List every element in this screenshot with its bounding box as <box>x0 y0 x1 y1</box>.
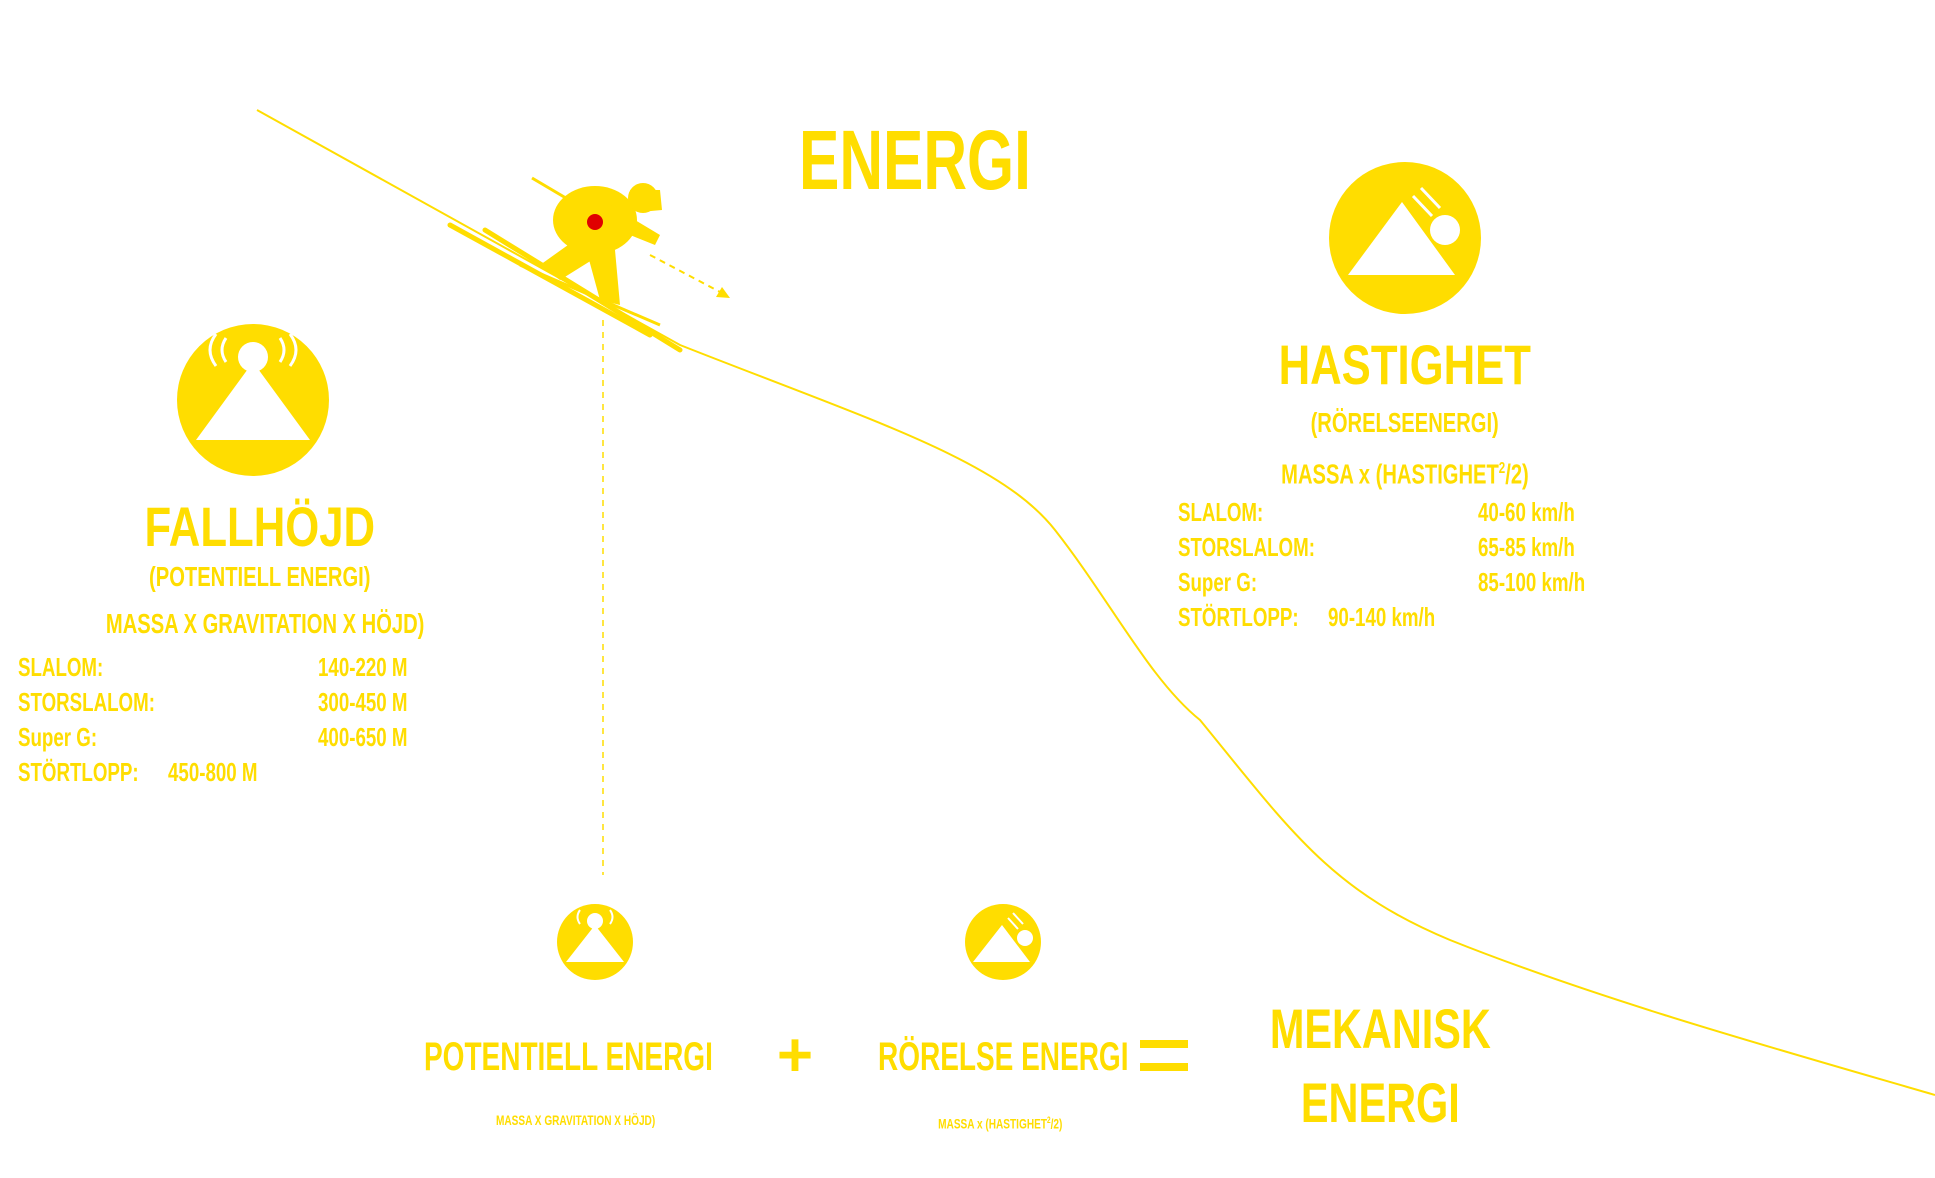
fallhojd-heading-wrap: FALLHÖJD <box>90 498 430 556</box>
fallhojd-heading: FALLHÖJD <box>144 495 376 558</box>
fallhojd-row-value: 450-800 M <box>168 757 258 787</box>
page-title: ENERGI <box>798 113 1031 207</box>
small-height-energy-icon <box>557 904 633 980</box>
arrow-head <box>716 287 730 298</box>
hastighet-row-label: STÖRTLOPP: <box>1178 602 1299 632</box>
potential-formula-wrap: MASSA X GRAVITATION X HÖJD) <box>426 1112 726 1130</box>
kinetic-energy-formula: MASSA x (HASTIGHET2/2) <box>938 1112 1062 1132</box>
fallhojd-row-label: STORSLALOM: <box>18 687 155 717</box>
hastighet-row-value: 40-60 km/h <box>1478 497 1575 527</box>
hastighet-heading: HASTIGHET <box>1278 333 1532 396</box>
potential-energy-label: POTENTIELL ENERGI <box>424 1035 713 1079</box>
formula-prefix: MASSA x (HASTIGHET <box>937 1115 1047 1132</box>
fallhojd-sub-wrap: (POTENTIELL ENERGI) <box>90 562 430 592</box>
hastighet-sub-wrap: (RÖRELSEENERGI) <box>1230 408 1580 438</box>
hastighet-row-label: Super G: <box>1178 567 1258 597</box>
fallhojd-row-value: 300-450 M <box>318 687 408 717</box>
hastighet-formula-wrap: MASSA x (HASTIGHET2/2) <box>1180 454 1630 489</box>
plus-sign: + <box>776 1021 814 1090</box>
fallhojd-row-label: Super G: <box>18 722 98 752</box>
fallhojd-row-value: 140-220 M <box>318 652 408 682</box>
equals-sign <box>1140 1040 1188 1071</box>
mechanical-energy-line2: ENERGI <box>1300 1071 1460 1134</box>
motion-arrow <box>649 254 723 294</box>
hastighet-row-value: 65-85 km/h <box>1478 532 1575 562</box>
center-of-mass-marker <box>587 214 603 230</box>
small-speed-energy-icon <box>965 904 1041 980</box>
formula-suffix: /2) <box>1050 1115 1063 1132</box>
title-wrap: ENERGI <box>780 118 1140 202</box>
result-line2-wrap: ENERGI <box>1230 1074 1530 1132</box>
fallhojd-formula-wrap: MASSA X GRAVITATION X HÖJD) <box>40 609 490 639</box>
hastighet-row-label: SLALOM: <box>1178 497 1264 527</box>
fallhojd-subheading: (POTENTIELL ENERGI) <box>149 561 371 592</box>
result-line1-wrap: MEKANISK <box>1230 1000 1530 1058</box>
formula-suffix: /2) <box>1505 458 1529 490</box>
mechanical-energy-line1: MEKANISK <box>1269 997 1491 1060</box>
kinetic-label-wrap: RÖRELSE ENERGI <box>878 1035 1236 1079</box>
fallhojd-row-value: 400-650 M <box>318 722 408 752</box>
height-energy-icon <box>177 324 329 476</box>
fallhojd-formula: MASSA X GRAVITATION X HÖJD) <box>105 608 425 639</box>
speed-energy-icon <box>1329 162 1481 314</box>
formula-sup: 2 <box>1046 1115 1051 1125</box>
hastighet-subheading: (RÖRELSEENERGI) <box>1310 407 1500 438</box>
kinetic-energy-label: RÖRELSE ENERGI <box>878 1035 1129 1079</box>
formula-prefix: MASSA x (HASTIGHET <box>1281 458 1499 490</box>
potential-label-wrap: POTENTIELL ENERGI <box>424 1035 837 1079</box>
hastighet-row-value: 90-140 km/h <box>1328 602 1436 632</box>
hastighet-row-value: 85-100 km/h <box>1478 567 1586 597</box>
formula-sup: 2 <box>1498 460 1506 477</box>
skier-icon <box>447 176 683 353</box>
hastighet-row-label: STORSLALOM: <box>1178 532 1315 562</box>
fallhojd-row-label: STÖRTLOPP: <box>18 757 139 787</box>
hastighet-heading-wrap: HASTIGHET <box>1230 336 1580 394</box>
potential-energy-formula: MASSA X GRAVITATION X HÖJD) <box>496 1112 656 1128</box>
hastighet-formula: MASSA x (HASTIGHET2/2) <box>1281 454 1529 489</box>
fallhojd-row-label: SLALOM: <box>18 652 104 682</box>
plus-wrap: + <box>770 1024 820 1088</box>
slope-curve <box>256 109 1935 1096</box>
kinetic-formula-wrap: MASSA x (HASTIGHET2/2) <box>850 1112 1150 1134</box>
